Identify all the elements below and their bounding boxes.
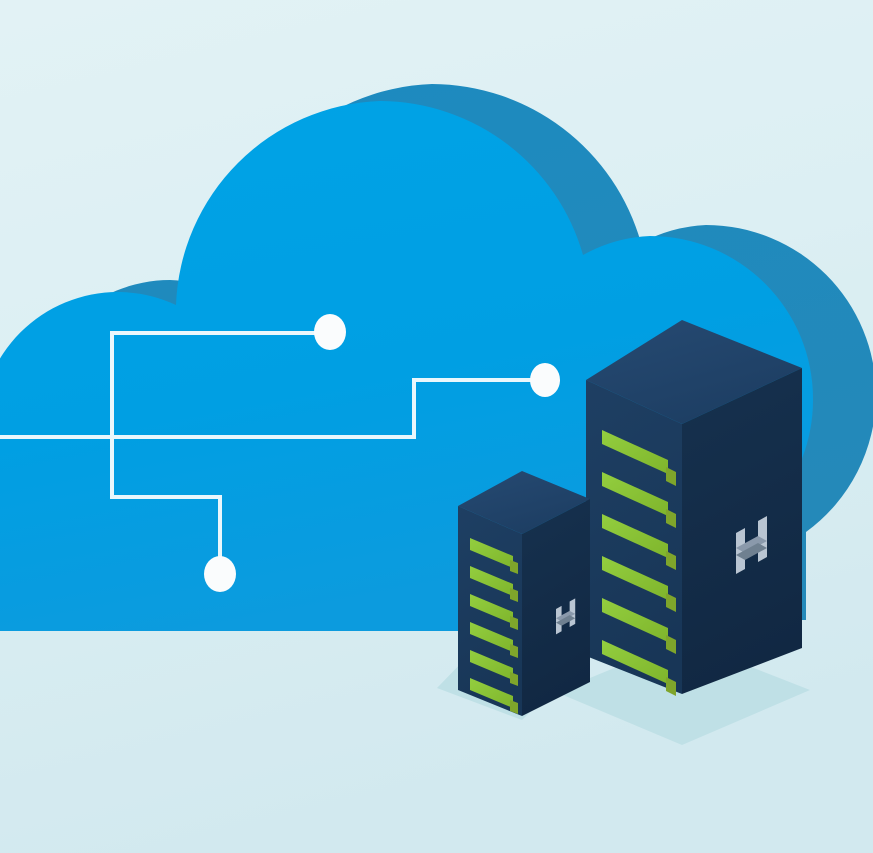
- h-brand-logo: [736, 516, 767, 574]
- server-rack-small-right-face: [522, 499, 590, 716]
- led-square: [666, 593, 676, 612]
- led-bar: [602, 598, 668, 642]
- led-bar: [602, 430, 668, 474]
- server-rack-small-top-face: [458, 471, 590, 534]
- led-bar: [602, 514, 668, 558]
- server-rack-large: [586, 320, 802, 696]
- h-brand-logo: [556, 598, 576, 635]
- circuit-node-top: [314, 314, 346, 350]
- circuit-node-group: [204, 314, 560, 592]
- led-square: [510, 672, 518, 686]
- led-bar: [602, 640, 668, 684]
- led-square: [510, 700, 518, 714]
- server-rack-small-led-squares: [510, 560, 518, 714]
- led-bar: [470, 650, 513, 680]
- led-bar: [470, 622, 513, 652]
- circuit-trace-horizontal-long: [0, 378, 545, 439]
- server-rack-large-led-bars: [602, 430, 668, 684]
- led-bar: [602, 556, 668, 600]
- led-square: [666, 467, 676, 486]
- circuit-node-right: [530, 363, 560, 397]
- server-rack-small: [458, 471, 590, 716]
- led-square: [666, 551, 676, 570]
- circuit-trace-group: [0, 331, 545, 574]
- server-rack-large-top-face: [586, 320, 802, 424]
- server-rack-large-led-squares: [666, 467, 676, 696]
- led-square: [666, 677, 676, 696]
- led-bar: [470, 566, 513, 596]
- led-square: [666, 509, 676, 528]
- circuit-trace-to-node-top: [110, 331, 330, 574]
- led-bar: [470, 594, 513, 624]
- led-bar: [470, 678, 513, 708]
- led-bar: [602, 472, 668, 516]
- led-square: [510, 644, 518, 658]
- led-square: [510, 588, 518, 602]
- led-square: [510, 560, 518, 574]
- led-bar: [470, 538, 513, 568]
- led-square: [510, 616, 518, 630]
- circuit-node-bottom: [204, 556, 236, 592]
- server-rack-small-led-bars: [470, 538, 513, 708]
- led-square: [666, 635, 676, 654]
